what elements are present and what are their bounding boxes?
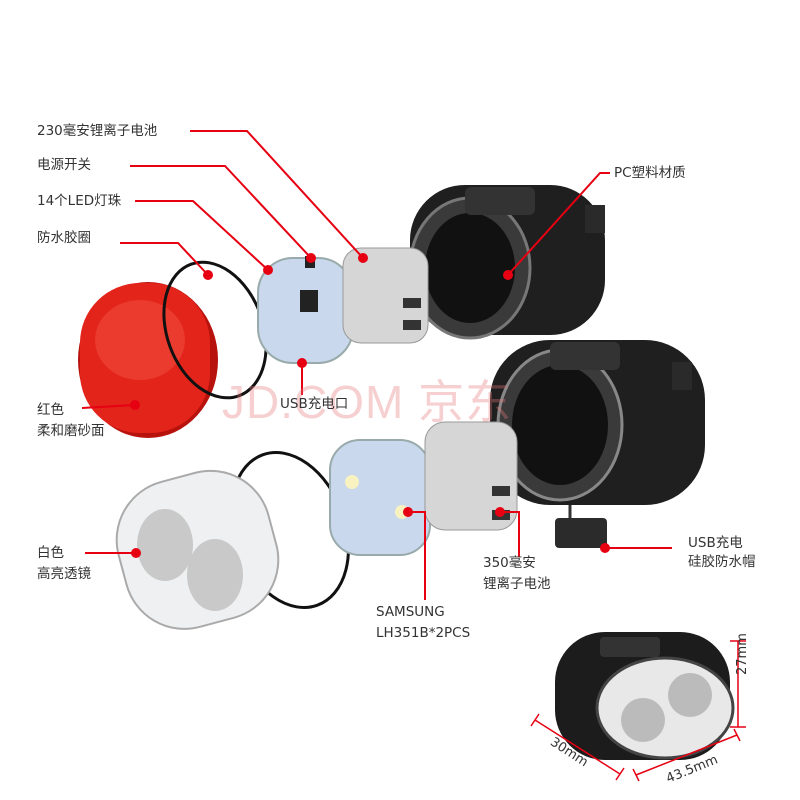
label-usb-cap-2: 硅胶防水帽 — [688, 554, 756, 570]
label-pc-material: PC塑料材质 — [614, 165, 686, 181]
red-lens — [78, 282, 218, 438]
label-samsung-1: SAMSUNG — [376, 604, 445, 620]
label-red-1: 红色 — [37, 402, 64, 418]
label-gasket: 防水胶圈 — [37, 230, 91, 246]
leader-dots — [130, 253, 610, 558]
dimension-lines — [530, 640, 746, 782]
watermark: JD.COM 京东 — [222, 376, 513, 428]
label-white-2: 高亮透镜 — [37, 566, 91, 582]
rear-light-housing — [408, 185, 605, 340]
white-lens — [115, 469, 280, 630]
front-light-housing — [490, 340, 705, 505]
usb-silicone-cap — [555, 505, 607, 548]
label-usb-cap-1: USB充电 — [688, 535, 743, 551]
assembled-light — [555, 632, 735, 760]
label-led-14: 14个LED灯珠 — [37, 193, 122, 209]
label-battery-230: 230毫安锂离子电池 — [37, 123, 158, 139]
label-red-2: 柔和磨砂面 — [37, 423, 105, 439]
label-battery-350-1: 350毫安 — [483, 555, 536, 571]
dimension-height: 27mm — [735, 633, 750, 675]
label-power-switch: 电源开关 — [37, 157, 91, 173]
label-usb-port: USB充电口 — [280, 396, 349, 412]
pcb-samsung-led — [329, 439, 431, 556]
label-white-1: 白色 — [37, 545, 64, 561]
leader-lines — [81, 130, 672, 600]
label-battery-350-2: 锂离子电池 — [483, 576, 551, 592]
label-samsung-2: LH351B*2PCS — [376, 625, 471, 641]
battery-230mah — [342, 247, 429, 344]
